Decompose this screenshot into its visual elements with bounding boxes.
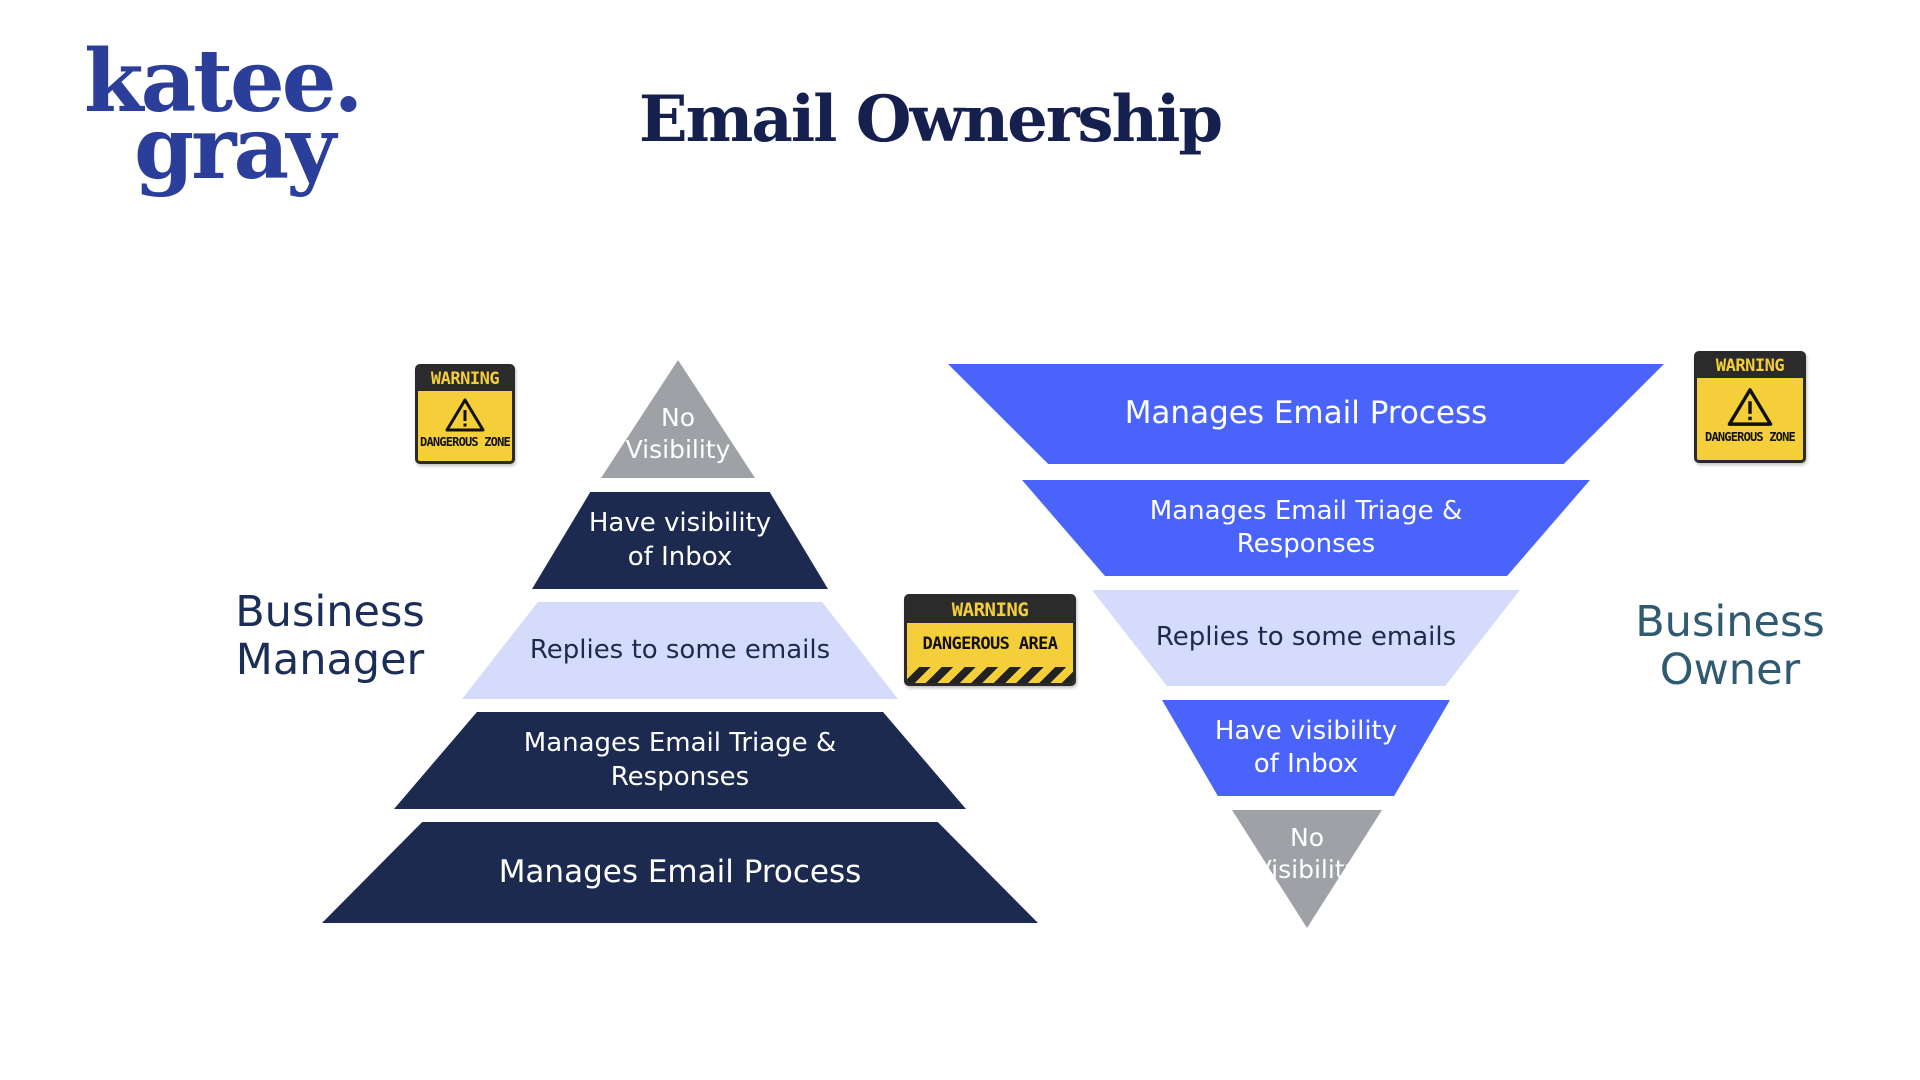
band-text: Responses bbox=[1236, 529, 1376, 559]
owner-level-inbox-visibility: Have visibility of Inbox bbox=[1162, 700, 1450, 796]
band-text: Visibility bbox=[1254, 855, 1360, 884]
sign-header: WARNING bbox=[1697, 354, 1803, 378]
band-text: Have visibility bbox=[1214, 715, 1398, 746]
manager-level-process: Manages Email Process bbox=[322, 822, 1038, 923]
band-text: of Inbox bbox=[627, 541, 733, 572]
warning-dangerous-zone-sign-right: WARNING DANGEROUS ZONE bbox=[1694, 351, 1806, 463]
logo-line-1: katee. bbox=[84, 31, 363, 132]
manager-level-inbox-visibility: Have visibility of Inbox bbox=[532, 492, 828, 589]
manager-label-line-1: Business bbox=[235, 587, 425, 637]
business-owner-label: Business Owner bbox=[1620, 598, 1840, 694]
band-text: Manages Email Triage & bbox=[523, 728, 837, 759]
sign-footer: DANGEROUS ZONE bbox=[1705, 430, 1796, 444]
owner-level-no-visibility: No Visibility bbox=[1232, 810, 1382, 928]
hazard-stripes bbox=[907, 667, 1073, 683]
band-text: Replies to some emails bbox=[1155, 622, 1457, 653]
owner-level-triage: Manages Email Triage & Responses bbox=[1022, 480, 1590, 576]
band-text: No bbox=[1290, 823, 1324, 852]
band-text: Replies to some emails bbox=[529, 634, 831, 665]
brand-logo: katee. gray bbox=[84, 31, 363, 200]
band-text: No bbox=[661, 403, 695, 432]
manager-level-triage: Manages Email Triage & Responses bbox=[394, 712, 966, 809]
band-text: Manages Email Process bbox=[498, 853, 862, 890]
warning-triangle-icon bbox=[445, 398, 485, 432]
business-manager-label: Business Manager bbox=[150, 588, 510, 684]
warning-dangerous-area-sign: WARNING DANGEROUS AREA bbox=[904, 594, 1076, 686]
sign-footer: DANGEROUS ZONE bbox=[420, 435, 511, 449]
manager-label-line-2: Manager bbox=[235, 635, 425, 686]
band-text: Responses bbox=[610, 761, 750, 792]
manager-level-no-visibility: No Visibility bbox=[601, 360, 755, 478]
owner-label-line-2: Owner bbox=[1659, 645, 1801, 696]
band-text: Visibility bbox=[625, 435, 731, 464]
band-text: Have visibility bbox=[588, 508, 772, 539]
warning-triangle-icon bbox=[1727, 388, 1773, 426]
owner-label-line-1: Business bbox=[1635, 597, 1825, 647]
sign-header: WARNING bbox=[907, 597, 1073, 623]
band-text: Manages Email Triage & bbox=[1149, 495, 1463, 526]
logo-line-2: gray bbox=[134, 98, 336, 200]
warning-dangerous-zone-sign-left: WARNING DANGEROUS ZONE bbox=[415, 364, 515, 464]
manager-level-replies: Replies to some emails bbox=[462, 602, 898, 699]
sign-header: WARNING bbox=[418, 367, 512, 391]
sign-footer: DANGEROUS AREA bbox=[922, 634, 1058, 654]
page-title: Email Ownership bbox=[638, 82, 1223, 157]
band-text: Manages Email Process bbox=[1124, 395, 1488, 432]
owner-level-process: Manages Email Process bbox=[948, 364, 1664, 464]
owner-level-replies: Replies to some emails bbox=[1092, 590, 1520, 686]
band-text: of Inbox bbox=[1253, 749, 1359, 779]
